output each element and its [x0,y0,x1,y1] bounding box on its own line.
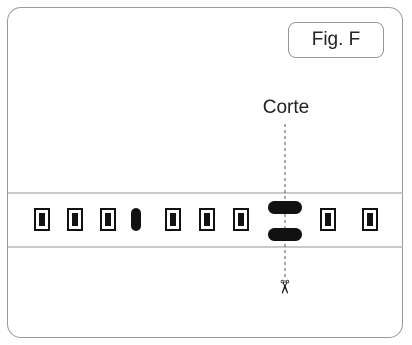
figure-label: Fig. F [288,22,384,58]
led-chip [320,208,336,231]
led-chip [199,208,215,231]
led-chip [362,208,378,231]
led-chips [34,208,378,231]
led-chip [67,208,83,231]
led-chip [165,208,181,231]
led-chip [34,208,50,231]
led-chip [233,208,249,231]
figure-frame [7,7,403,338]
led-chip [100,208,116,231]
connector-pad-bottom [268,228,302,241]
cut-label: Corte [262,97,310,118]
resistor-oval [131,208,141,231]
scissors-icon: ✂ [273,279,295,295]
connector-pad-top [268,201,302,214]
